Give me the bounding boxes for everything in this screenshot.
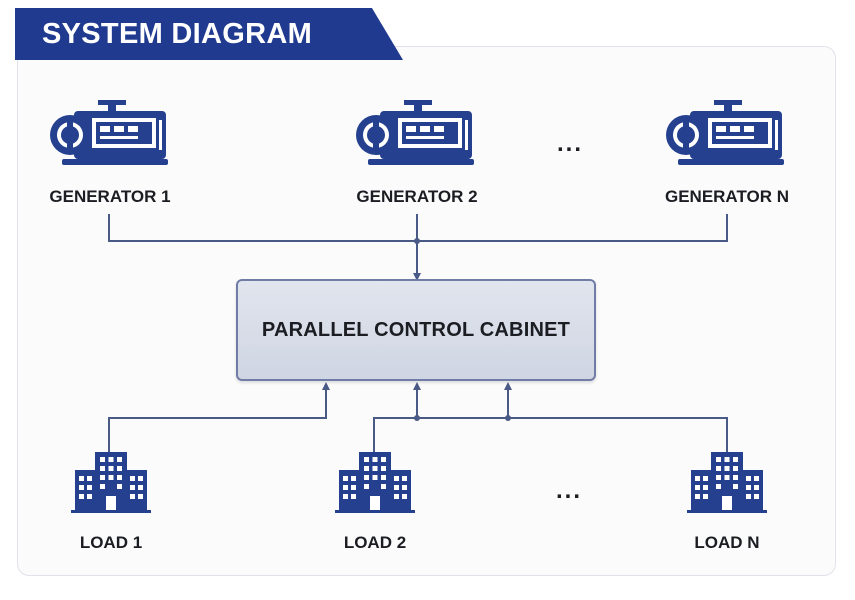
generator-ellipsis: ... [556,130,584,157]
building-icon [687,452,767,513]
generator-label-2: GENERATOR 2 [356,187,478,206]
load-label-1: LOAD 1 [79,533,143,552]
load-label-2: LOAD 2 [343,533,407,552]
page-title: SYSTEM DIAGRAM [42,18,313,50]
generator-label-n: GENERATOR N [664,187,790,206]
building-icon [335,452,415,513]
cabinet-label: PARALLEL CONTROL CABINET [261,318,571,341]
generator-label-1: GENERATOR 1 [49,187,171,206]
load-label-n: LOAD N [694,533,760,552]
parallel-control-cabinet: PARALLEL CONTROL CABINET [236,279,596,381]
title-banner: SYSTEM DIAGRAM [15,8,403,60]
load-bus [108,382,728,452]
generator-icon [666,100,784,165]
generator-icon [50,100,168,165]
generator-bus [108,214,728,281]
generator-icon [356,100,474,165]
building-icon [71,452,151,513]
load-ellipsis: ... [555,477,583,504]
